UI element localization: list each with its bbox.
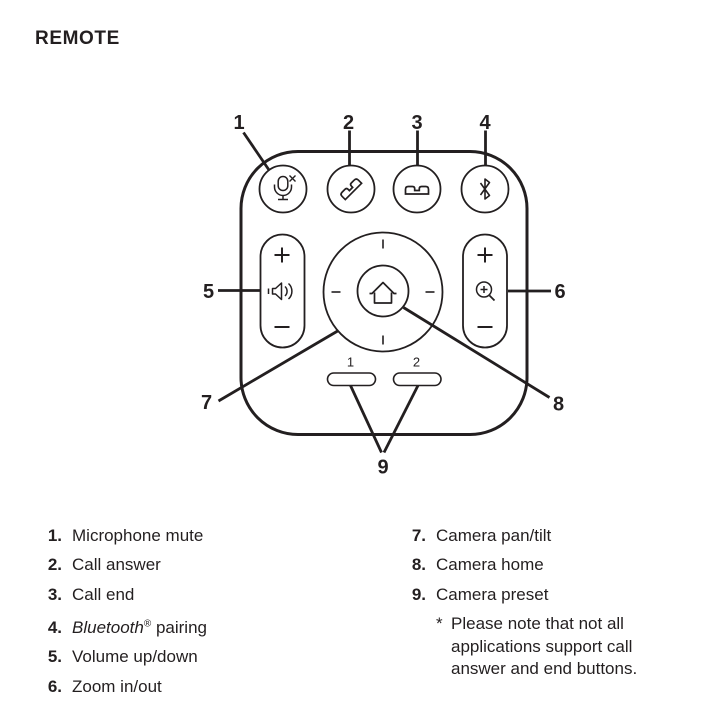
legend-left-column: 1. Microphone mute 2. Call answer 3. Call e… [40,521,207,701]
legend-label: Call end [72,584,135,604]
callout-numbers: 1 2 3 4 5 6 7 8 9 [201,112,566,479]
preset-2-label: 2 [413,355,420,370]
legend-item-camera-preset: 9. Camera preset [404,580,637,609]
dial-tick-marks [331,239,435,345]
legend-number: 5. [47,647,62,667]
volume-button [259,233,306,349]
legend-label: Camera home [436,555,544,575]
mic-mute-button [258,164,308,214]
callout-lines [217,130,551,454]
legend-number: 9. [411,584,426,604]
preset-button-2: 2 [392,355,442,387]
legend-item-camera-home: 8. Camera home [404,550,637,579]
call-answer-icon [339,177,363,201]
legend-label: Zoom in/out [72,676,162,696]
callout-2: 2 [343,112,354,134]
bluetooth-icon [479,178,491,200]
callout-7: 7 [201,392,212,414]
callout-3: 3 [411,112,422,134]
legend-label: Volume up/down [72,647,198,667]
callout-4: 4 [479,112,491,134]
volume-speaker-icon [267,282,293,301]
legend-number: 1. [47,526,62,545]
home-icon [369,281,397,304]
remote-diagram: 1 2 1 2 3 4 5 6 7 8 9 [201,112,566,479]
legend-number: 2. [47,555,62,575]
page-title: REMOTE [35,28,120,49]
legend-number: 8. [411,555,426,575]
mic-mute-icon [273,175,296,201]
call-answer-button [326,164,376,214]
remote-body [239,150,529,436]
callout-6: 6 [554,281,565,303]
bluetooth-button [460,164,510,214]
footnote-text: Please note that not all applications su… [451,614,638,679]
legend-item-zoom: 6. Zoom in/out [40,672,207,701]
zoom-button [462,233,508,349]
legend-number: 4. [47,617,62,637]
footnote: * Please note that not all applications … [436,613,637,680]
call-end-button [392,164,442,214]
preset-1-label: 1 [347,355,354,370]
plus-icon [274,247,290,263]
legend-item-call-end: 3. Call end [40,580,207,609]
legend-item-bluetooth-pairing: 4. Bluetooth® pairing [40,609,207,642]
legend-number: 7. [411,526,426,545]
callout-1: 1 [233,112,244,134]
callout-5: 5 [203,281,214,303]
legend-number: 3. [47,584,62,604]
legend-item-call-answer: 2. Call answer [40,550,207,579]
callout-9: 9 [377,457,388,479]
legend-item-camera-pan-tilt: 7. Camera pan/tilt [404,521,637,550]
zoom-magnifier-icon [475,281,496,302]
legend-number: 6. [47,676,62,696]
legend-label: Camera pan/tilt [436,526,552,545]
legend-label: Microphone mute [72,526,204,545]
pan-tilt-dial [322,231,444,353]
legend-label: Camera preset [436,584,549,604]
legend-label: Call answer [72,555,161,575]
home-button [356,264,410,318]
callout-8: 8 [553,394,564,416]
legend-right-column: 7. Camera pan/tilt 8. Camera home 9. Camera… [404,521,637,680]
footnote-asterisk: * [436,614,443,634]
call-end-icon [404,185,430,195]
preset-button-1: 1 [326,355,377,387]
legend-item-volume: 5. Volume up/down [40,642,207,671]
legend-item-microphone-mute: 1. Microphone mute [40,521,207,550]
legend-label: Bluetooth® pairing [72,617,207,637]
plus-icon [477,247,493,263]
